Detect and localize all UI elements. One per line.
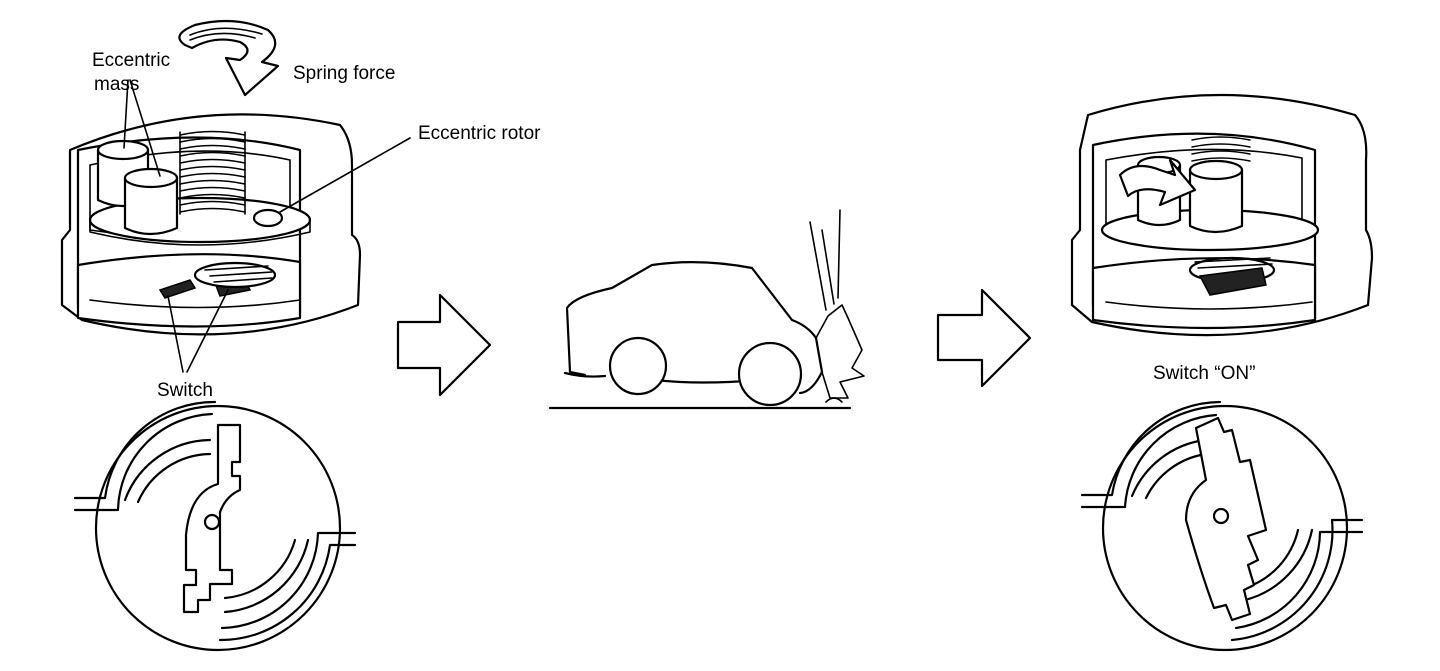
spring-force-arrow (178, 19, 280, 97)
label-switch-on: Switch “ON” (1153, 363, 1255, 384)
transition-arrow-1 (396, 293, 492, 397)
rotation-arrow (1118, 158, 1197, 207)
sensor-off-illustration (60, 19, 411, 373)
label-eccentric-mass-line2: mass (94, 74, 139, 95)
transition-arrow-2 (936, 288, 1032, 388)
switch-leader-1 (167, 295, 184, 373)
switch-detail-on (1080, 400, 1364, 652)
front-wheel (737, 341, 803, 407)
label-switch: Switch (157, 380, 213, 401)
rear-wheel (608, 336, 668, 396)
eccentric-rotor-leader (279, 137, 411, 213)
label-eccentric-rotor: Eccentric rotor (418, 123, 541, 144)
switch-leader-2 (186, 289, 229, 373)
eccentric-mass (96, 139, 179, 236)
eccentric-mass-leader-1 (123, 79, 129, 149)
eccentric-mass-leader-2 (129, 79, 161, 177)
car-collision-illustration (548, 209, 865, 410)
label-eccentric-mass-line1: Eccentric (92, 50, 170, 71)
switch-detail-off (73, 400, 357, 652)
spring-coil (179, 130, 246, 215)
label-spring-force: Spring force (293, 63, 395, 84)
sensor-on-illustration (1070, 93, 1374, 337)
switch-contacts (158, 261, 277, 299)
